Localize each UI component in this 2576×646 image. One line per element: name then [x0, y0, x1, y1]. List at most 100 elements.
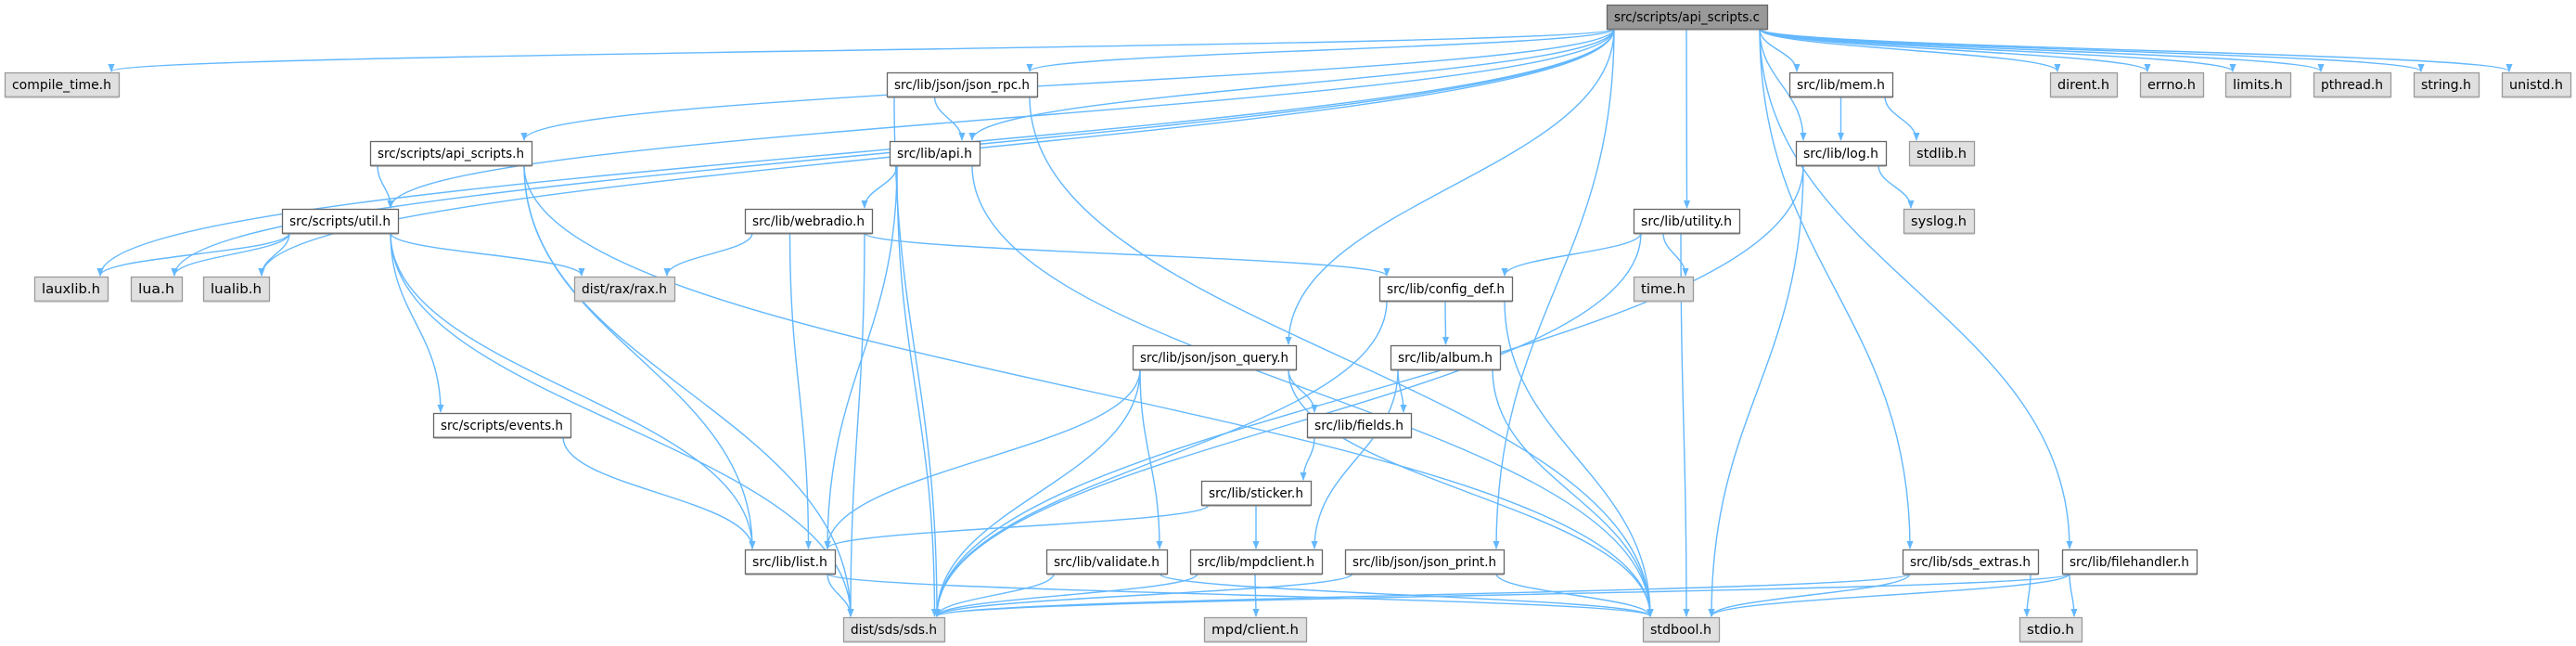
node-unistd: unistd.h [2501, 71, 2572, 98]
edge-util-to-rax [390, 232, 585, 277]
edge-api_scripts_c-to-errno [1759, 28, 2151, 72]
node-label: stdio.h [2027, 623, 2074, 638]
node-box [573, 276, 676, 303]
node-label: src/lib/sticker.h [1209, 486, 1303, 501]
node-box [1200, 480, 1313, 507]
node-sds: dist/sds/sds.h [842, 616, 946, 643]
node-list[interactable]: src/lib/list.h [744, 549, 837, 575]
edge-api-to-stdbool [971, 164, 1654, 617]
node-box [33, 276, 109, 303]
node-fields[interactable]: src/lib/fields.h [1306, 412, 1413, 439]
edge-util-to-lauxlib [96, 232, 290, 277]
edge-api-to-webradio [861, 164, 898, 209]
edge-config_def-to-album [1442, 300, 1450, 345]
edge-api_scripts_c-to-utility [1683, 28, 1691, 209]
node-label: src/lib/json/json_query.h [1140, 351, 1288, 366]
edge-util-to-lua [171, 232, 290, 277]
node-pthread: pthread.h [2313, 71, 2392, 98]
edge-json_query-to-stdbool [1288, 368, 1654, 617]
node-box [1642, 616, 1721, 643]
edge-config_def-to-stdbool [1504, 300, 1654, 617]
node-box [202, 276, 271, 303]
node-compile-time: compile_time.h [4, 71, 121, 98]
node-string: string.h [2413, 71, 2480, 98]
node-label: pthread.h [2321, 78, 2383, 93]
node-sds-extras[interactable]: src/lib/sds_extras.h [1902, 549, 2040, 575]
node-label: src/lib/webradio.h [752, 214, 865, 229]
node-label: time.h [1641, 282, 1685, 297]
node-box [281, 208, 400, 235]
node-api[interactable]: src/lib/api.h [889, 140, 981, 167]
node-label: stdlib.h [1916, 147, 1967, 162]
edge-api_scripts_h-to-util [377, 164, 394, 209]
node-filehandler[interactable]: src/lib/filehandler.h [2061, 549, 2198, 575]
edge-api_scripts_c-to-pthread [1759, 28, 2325, 72]
node-label: string.h [2421, 78, 2471, 93]
node-album[interactable]: src/lib/album.h [1390, 344, 1502, 371]
node-box [1606, 4, 1769, 31]
edge-api_scripts_c-to-json_print [1493, 28, 1615, 549]
node-lauxlib: lauxlib.h [33, 276, 109, 303]
node-label: lauxlib.h [42, 282, 100, 297]
node-label: dirent.h [2057, 78, 2109, 93]
edge-json_print-to-sds [933, 573, 1353, 617]
node-json-rpc[interactable]: src/lib/json/json_rpc.h [886, 71, 1039, 98]
edge-album-to-stdbool [1492, 368, 1654, 617]
node-box [744, 549, 837, 575]
node-webradio[interactable]: src/lib/webradio.h [744, 208, 874, 235]
node-validate[interactable]: src/lib/validate.h [1045, 549, 1169, 575]
node-api-scripts-h[interactable]: src/scripts/api_scripts.h [369, 140, 533, 167]
edge-api-to-sds [896, 164, 939, 617]
node-mpd-client: mpd/client.h [1203, 616, 1308, 643]
node-util[interactable]: src/scripts/util.h [281, 208, 400, 235]
node-json-print[interactable]: src/lib/json/json_print.h [1344, 549, 1506, 575]
edge-list-to-sds [827, 573, 854, 617]
node-rax: dist/rax/rax.h [573, 276, 676, 303]
edge-api_scripts_c-to-mem [1759, 28, 1801, 72]
edge-sds_extras-to-stdbool [1708, 573, 1911, 617]
node-errno: errno.h [2139, 71, 2205, 98]
edge-sds_extras-to-stdio [2023, 573, 2031, 617]
node-box [2501, 71, 2572, 98]
node-label: src/lib/filehandler.h [2070, 555, 2189, 570]
node-label: src/lib/validate.h [1054, 555, 1160, 570]
edge-util-to-lualib [258, 232, 290, 277]
node-time: time.h [1633, 276, 1695, 303]
edge-utility-to-config_def [1501, 232, 1642, 277]
node-label: src/lib/json/json_rpc.h [894, 78, 1030, 93]
node-config-def[interactable]: src/lib/config_def.h [1378, 276, 1514, 303]
edge-api_scripts_c-to-json_rpc [1026, 28, 1615, 72]
node-events[interactable]: src/scripts/events.h [432, 412, 572, 439]
edge-config_def-to-sds [933, 300, 1388, 617]
node-api-scripts-c[interactable]: src/scripts/api_scripts.c [1606, 4, 1769, 31]
node-label: src/lib/utility.h [1641, 214, 1732, 229]
edge-album-to-mpdclient [1311, 368, 1399, 549]
edge-sds_extras-to-sds [933, 573, 1911, 617]
node-json-query[interactable]: src/lib/json/json_query.h [1132, 344, 1298, 371]
node-box [889, 140, 981, 167]
node-mpdclient[interactable]: src/lib/mpdclient.h [1189, 549, 1324, 575]
node-stdbool: stdbool.h [1642, 616, 1721, 643]
node-mem[interactable]: src/lib/mem.h [1788, 71, 1894, 98]
edge-api_scripts_c-to-util [387, 28, 1615, 209]
node-label: src/lib/config_def.h [1387, 282, 1505, 297]
node-sticker[interactable]: src/lib/sticker.h [1200, 480, 1313, 507]
node-label: lua.h [138, 282, 174, 297]
edge-json_query-to-validate [1139, 368, 1163, 549]
edge-api_scripts_h-to-stdbool [523, 164, 1654, 617]
node-box [1189, 549, 1324, 575]
node-utility[interactable]: src/lib/utility.h [1633, 208, 1741, 235]
edge-json_rpc-to-api [933, 96, 966, 141]
node-log[interactable]: src/lib/log.h [1795, 140, 1888, 167]
node-stdlib: stdlib.h [1908, 140, 1976, 167]
edge-json_rpc-to-stdbool [1029, 96, 1654, 617]
node-box [2224, 71, 2292, 98]
node-box [744, 208, 874, 235]
node-stdio: stdio.h [2019, 616, 2083, 643]
edge-webradio-to-config_def [864, 232, 1391, 277]
edge-filehandler-to-stdio [2069, 573, 2078, 617]
edge-filehandler-to-stdbool [1708, 573, 2070, 617]
edge-api_scripts_c-to-unistd [1759, 28, 2513, 72]
edge-list-to-stdbool [827, 573, 1654, 617]
node-label: src/scripts/events.h [441, 419, 563, 433]
